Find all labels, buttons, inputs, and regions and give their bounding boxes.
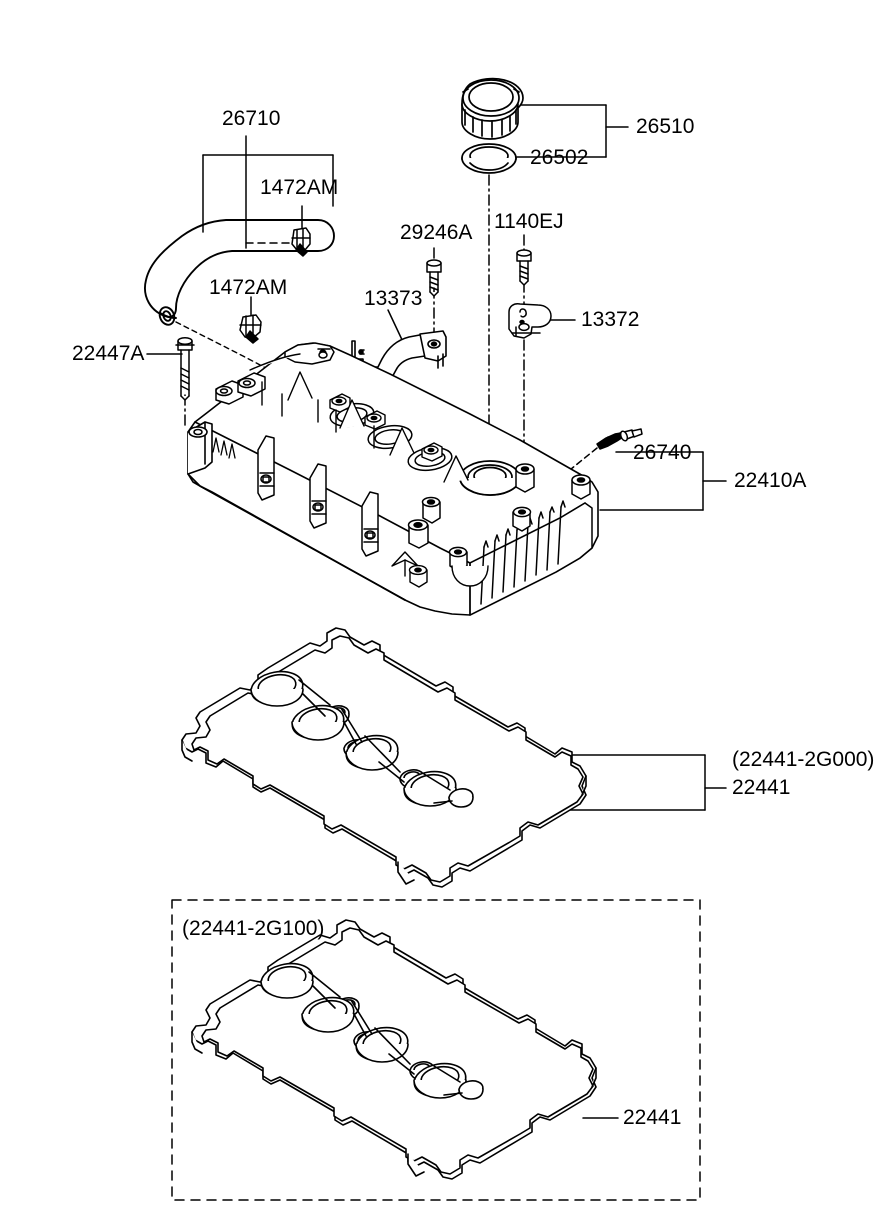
callout-22441-2g100: (22441-2G100) bbox=[182, 917, 325, 940]
callout-22441-alt: 22441 bbox=[623, 1106, 682, 1129]
callout-22410a: 22410A bbox=[734, 469, 807, 492]
callout-13372: 13372 bbox=[581, 308, 640, 331]
callout-22441-mid: 22441 bbox=[732, 776, 791, 799]
leader-lines-oilcap-group bbox=[516, 104, 629, 158]
oil-pressure-switch-26740 bbox=[596, 428, 643, 450]
cover-gasket-22441-alt bbox=[191, 919, 597, 1180]
callout-22447a: 22447A bbox=[72, 342, 145, 365]
bolt-22447a bbox=[175, 337, 195, 401]
alt-gasket-dashed-container bbox=[171, 899, 701, 1201]
bolt-29246a bbox=[426, 259, 442, 297]
callout-26710: 26710 bbox=[222, 107, 281, 130]
bolt-1140ej bbox=[516, 249, 532, 286]
hose-clamp-upper-1472am bbox=[291, 227, 311, 257]
breather-hose-26710 bbox=[144, 219, 335, 326]
callout-1472am-lower: 1472AM bbox=[209, 276, 288, 299]
callout-13373: 13373 bbox=[364, 287, 423, 310]
cover-gasket-22441-mid bbox=[181, 627, 587, 888]
callout-1472am-upper: 1472AM bbox=[260, 176, 339, 199]
callout-22441-2g000: (22441-2G000) bbox=[732, 748, 875, 771]
hose-clamp-lower-1472am bbox=[239, 314, 262, 344]
oil-cap-gasket-26502 bbox=[461, 143, 517, 174]
callout-26502: 26502 bbox=[530, 146, 589, 169]
callout-26510: 26510 bbox=[636, 115, 695, 138]
oil-filler-cap-26510 bbox=[461, 77, 524, 140]
callout-1140ej: 1140EJ bbox=[494, 210, 564, 233]
cylinder-head-cover-22410a bbox=[187, 342, 599, 616]
cable-clamp-13372 bbox=[508, 303, 552, 339]
callout-29246a: 29246A bbox=[400, 221, 473, 244]
callout-26740: 26740 bbox=[633, 441, 692, 464]
